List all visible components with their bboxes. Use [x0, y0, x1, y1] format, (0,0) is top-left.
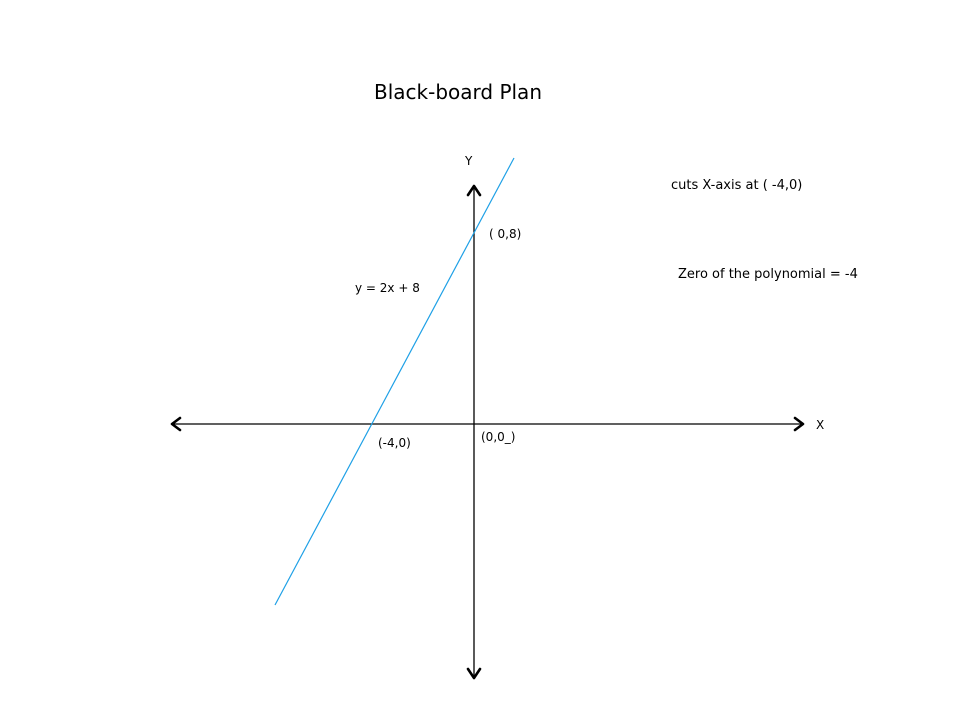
y-axis-bottom-arrow	[466, 667, 482, 680]
graph-line	[274, 157, 515, 606]
x-axis-right-arrow	[793, 416, 805, 432]
x-axis-cut-note: cuts X-axis at ( -4,0)	[671, 178, 802, 193]
y-axis-label: Y	[464, 154, 473, 168]
zero-of-polynomial-note: Zero of the polynomial = -4	[678, 267, 858, 282]
y-axis-top-arrow	[466, 184, 482, 197]
y-intercept-label: ( 0,8)	[489, 227, 521, 241]
x-intercept-label: (-4,0)	[378, 436, 411, 450]
equation-label: y = 2x + 8	[355, 281, 420, 295]
origin-label: (0,0_)	[481, 430, 515, 444]
x-axis-left-arrow	[170, 416, 182, 432]
page-title: Black-board Plan	[374, 80, 542, 104]
x-axis-label: X	[816, 418, 824, 432]
